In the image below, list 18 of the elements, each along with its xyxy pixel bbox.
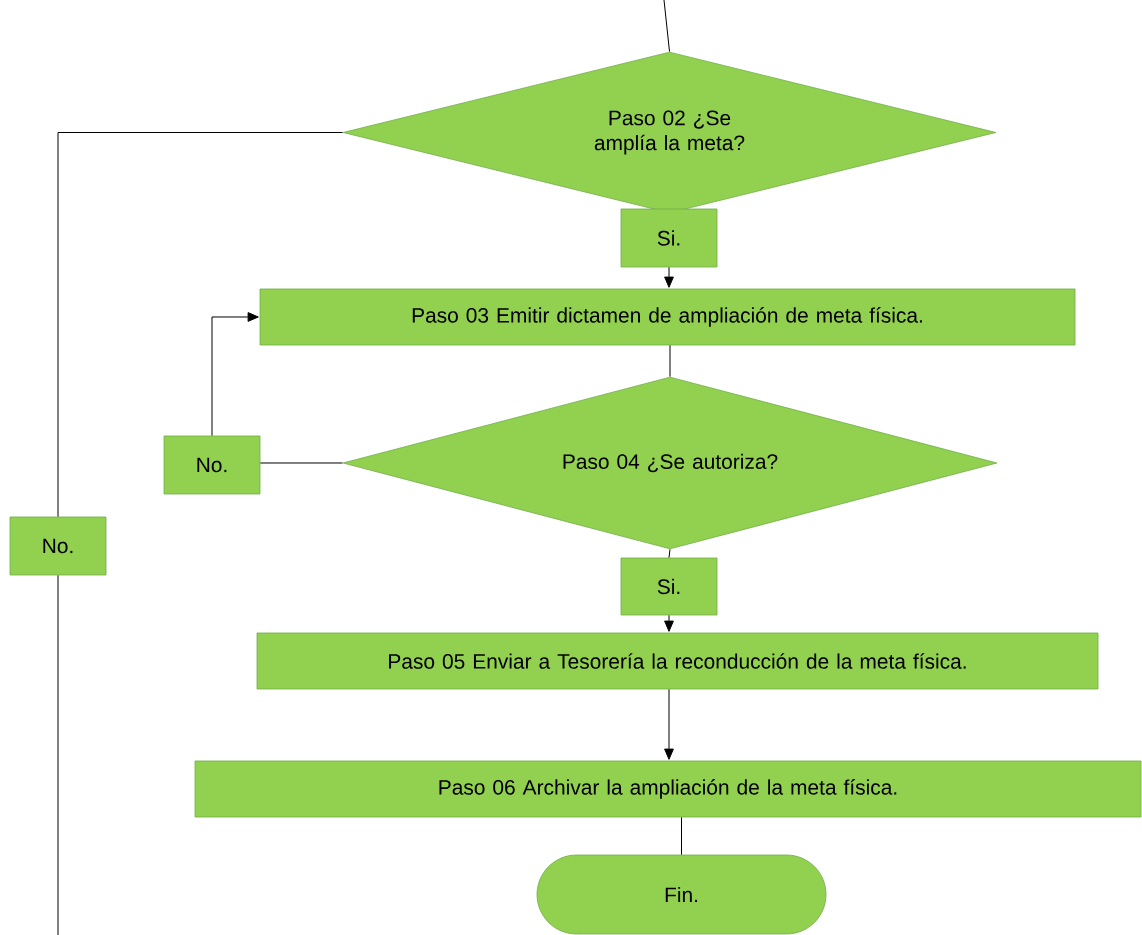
connector-line	[57, 574, 59, 935]
arrow	[664, 266, 674, 288]
arrow	[664, 614, 674, 632]
process-box: No.	[163, 435, 261, 495]
arrow	[211, 312, 259, 437]
process-box: Paso 06 Archivar la ampliación de la meta física.	[194, 760, 1142, 818]
connector-line	[681, 816, 682, 856]
process-box: Paso 03 Emitir dictamen de ampliación de meta física.	[259, 288, 1076, 346]
connector-line	[663, 0, 670, 53]
process-box: Si.	[620, 208, 718, 268]
arrow	[664, 688, 674, 760]
connector-line	[669, 344, 671, 378]
connector-line	[668, 548, 671, 559]
connector-line	[259, 462, 344, 464]
process-box: Si.	[620, 557, 718, 616]
connector-line	[57, 132, 344, 518]
process-box: Paso 05 Enviar a Tesorería la reconducción de la meta física.	[256, 632, 1099, 690]
process-box: No.	[9, 516, 107, 576]
